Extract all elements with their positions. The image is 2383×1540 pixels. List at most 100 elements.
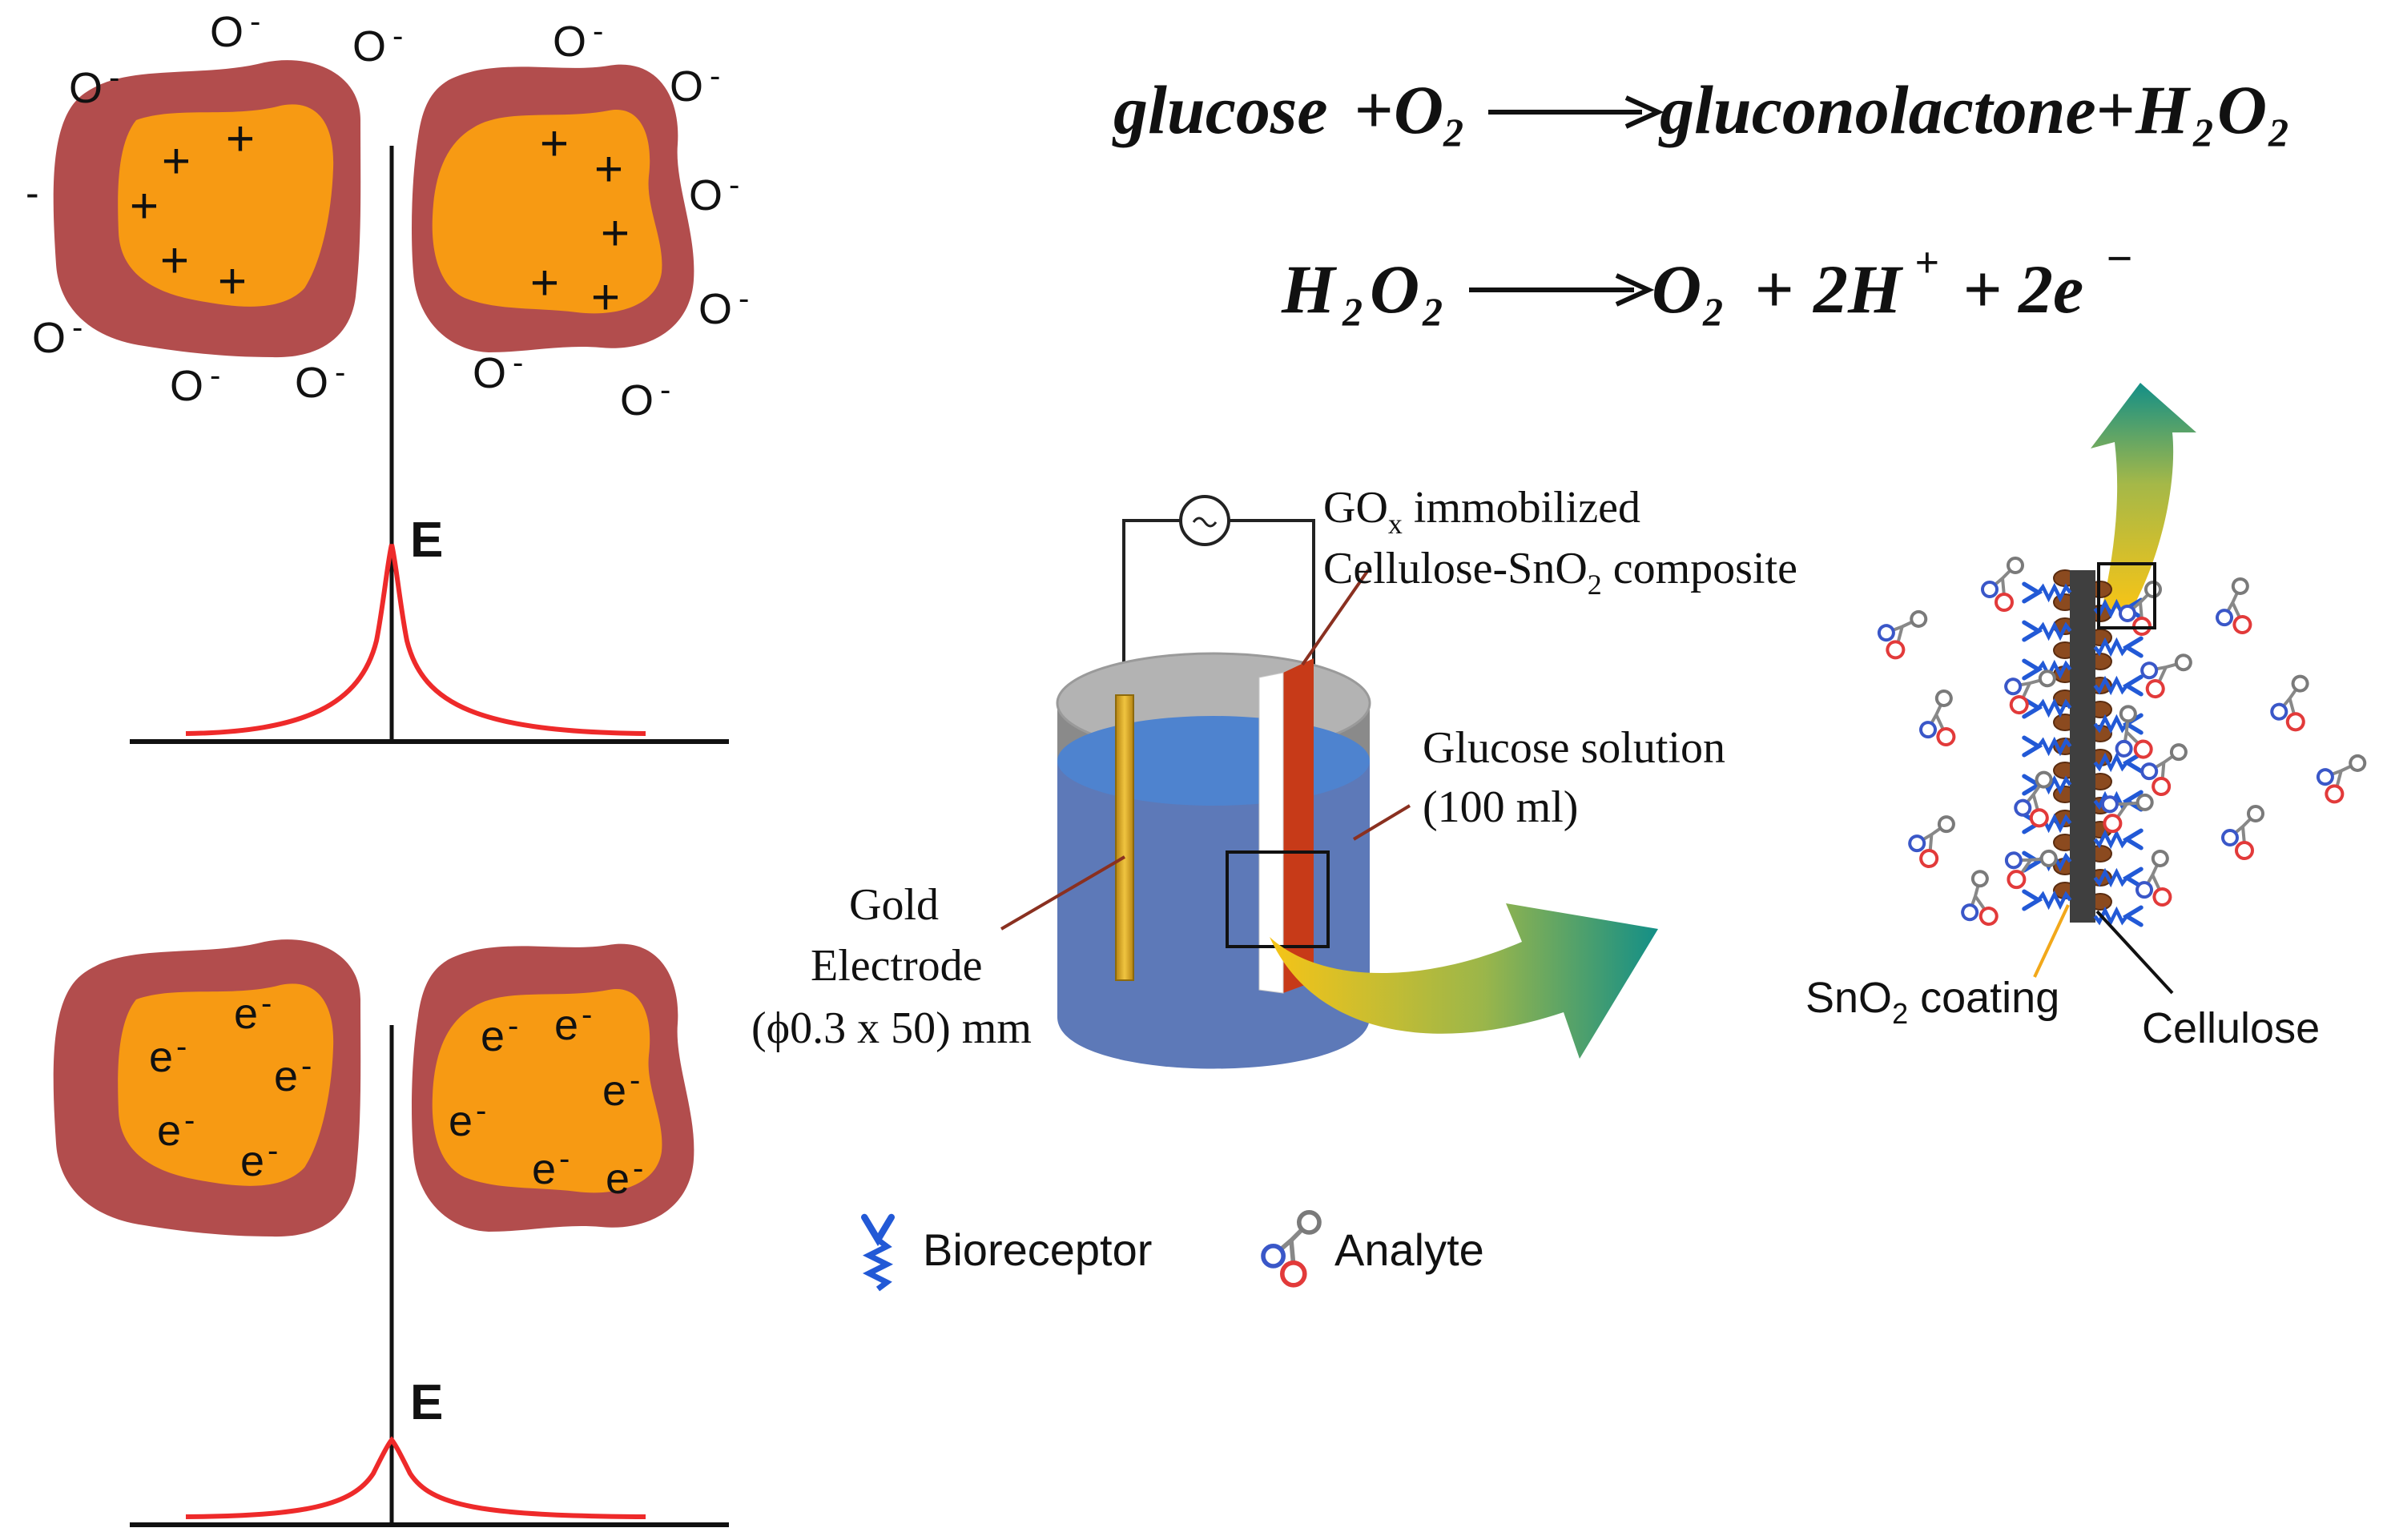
eq2-h-sub: 2: [1342, 289, 1363, 334]
bioreceptor-icon: [2022, 620, 2072, 642]
analyte-icon: [2014, 770, 2053, 828]
equation-2: H 2 O 2 O 2 + 2H + + 2e −: [1281, 232, 2133, 334]
analyte-icon: [1261, 1210, 1322, 1288]
analyte-icon: [2216, 577, 2252, 634]
oxygen-ion: O-: [69, 60, 119, 112]
solution-leader: [1352, 804, 1411, 841]
positive-charge: +: [594, 142, 623, 197]
oxygen-ion: O-: [689, 167, 739, 219]
eq1-plus1: +: [1354, 71, 1393, 148]
sno2-label: SnO2 coating: [1805, 974, 2059, 1030]
analyte-icon: [2135, 849, 2172, 907]
fiber-analytes: [1877, 557, 2367, 927]
gold-label-line2: Electrode: [811, 941, 983, 991]
positive-charge: +: [226, 111, 255, 167]
ac-source: [1179, 495, 1230, 546]
eq2-o2: O: [1652, 251, 1701, 328]
field-curve-top: [185, 544, 646, 736]
electron: e-: [554, 997, 592, 1049]
particle-core-left-bottom: [118, 983, 334, 1186]
bioreceptor-icon: [2093, 905, 2143, 927]
eq1-o2-sub: 2: [1443, 110, 1463, 155]
equation-1: glucose + O 2 gluconolactone + H 2 O 2: [1112, 71, 2288, 155]
cellulose-core: [2070, 570, 2095, 923]
bioreceptor-icon: [861, 1213, 895, 1292]
gox-label-line1: GOx immobilized: [1323, 483, 1640, 540]
bioreceptor-icon: [2022, 697, 2072, 719]
eq2-hplus: 2H: [1812, 251, 1904, 328]
particle-core-right-bottom: [432, 988, 662, 1193]
bioreceptor-icon: [2093, 674, 2143, 697]
legend-analyte-label: Analyte: [1334, 1224, 1484, 1275]
oxygen-ion: O-: [553, 14, 603, 66]
eq1-h: H: [2135, 71, 2192, 148]
eq2-o2-sub: 2: [1702, 289, 1723, 334]
electron: e-: [234, 986, 272, 1038]
fiber-zoom-box: [2097, 562, 2156, 629]
positive-charge: +: [160, 233, 189, 288]
analyte-icon: [2004, 849, 2058, 890]
analyte-icon: [1961, 870, 1999, 927]
solution-label-line1: Glucose solution: [1423, 723, 1725, 773]
eq2-e: 2e: [2017, 251, 2083, 328]
positive-charges: ++++++++++: [130, 111, 630, 325]
bioreceptor-icon: [2093, 751, 2143, 774]
solution-body: [1057, 761, 1370, 1069]
positive-charge: +: [530, 255, 559, 311]
field-label-bottom: E: [410, 1375, 443, 1430]
electron: e-: [532, 1141, 570, 1193]
gox-leader: [1301, 569, 1370, 666]
positive-charge: +: [130, 179, 159, 234]
analyte-icon: [1877, 609, 1928, 660]
bioreceptor-icon: [2093, 636, 2143, 658]
analyte-icon: [2140, 743, 2188, 797]
analyte-icon: [1261, 1210, 1322, 1288]
legend: Bioreceptor Analyte: [861, 1210, 1484, 1292]
analyte-icon: [2100, 793, 2154, 834]
bioreceptor-icon: [2022, 735, 2072, 758]
cellulose-label: Cellulose: [2142, 1004, 2320, 1052]
eq1-product: gluconolactone: [1658, 71, 2096, 148]
stray-minus: -: [26, 171, 39, 215]
electrochemical-cell: GOx immobilized Cellulose-SnO2 composite…: [751, 483, 1797, 1069]
gold-electrode: [1115, 694, 1134, 981]
sno2-leader: [2033, 904, 2070, 978]
analyte-icon: [2004, 669, 2056, 715]
eq2-hplus-sup: +: [1914, 239, 1939, 287]
composite-strip: [1283, 658, 1314, 993]
electron: e-: [481, 1008, 518, 1060]
positive-charge: +: [218, 254, 247, 309]
particle-core-left-top: [118, 104, 334, 307]
eq1-arrow: [1488, 95, 1664, 129]
cellulose-leader: [2095, 910, 2174, 995]
left-top-panel: ++++++++++ O-O-O-O-O-O-O-O-O-O-O-O- - E: [26, 4, 749, 744]
eq1-o: O: [2217, 71, 2267, 148]
gold-leader: [1000, 855, 1126, 931]
oxygen-ion: O-: [698, 281, 749, 333]
surface-oxygen-ions: O-O-O-O-O-O-O-O-O-O-O-O-: [32, 4, 749, 424]
bioreceptor-icon: [2022, 581, 2072, 604]
positive-charge: +: [591, 270, 620, 325]
field-label-top: E: [410, 513, 443, 568]
positive-charge: +: [601, 206, 630, 261]
analyte-icon: [1919, 689, 1956, 746]
positive-charge: +: [540, 116, 569, 171]
eq2-o: O: [1370, 251, 1419, 328]
oxygen-ion: O-: [32, 310, 83, 362]
oxygen-ion: O-: [473, 345, 523, 397]
solution-label-line2: (100 ml): [1423, 782, 1578, 832]
oxygen-ion: O-: [170, 358, 220, 410]
eq2-plus2: +: [1962, 251, 2002, 328]
electron: e-: [274, 1048, 312, 1100]
eq2-plus1: +: [1754, 251, 1793, 328]
positive-charge: +: [162, 134, 191, 189]
electrons: e-e-e-e-e-e-e-e-e-e-e-: [149, 986, 643, 1203]
solution-surface: [1057, 716, 1370, 806]
bioreceptor-icon: [2022, 889, 2072, 911]
zoom-arrow: [1270, 903, 1658, 1059]
field-curve-bottom: [185, 1436, 646, 1519]
oxygen-ion: O-: [670, 58, 720, 111]
bioreceptor-icon: [2093, 867, 2143, 889]
